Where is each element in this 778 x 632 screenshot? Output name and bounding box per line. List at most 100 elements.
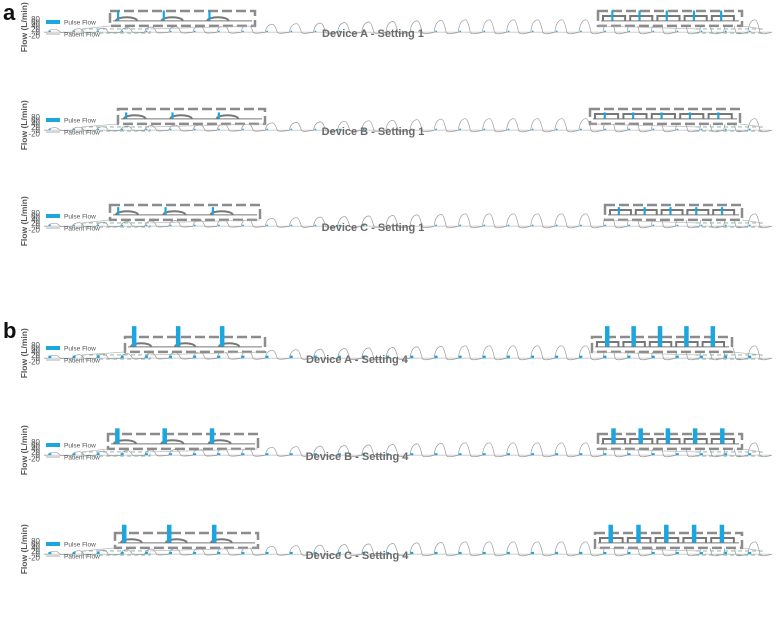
y-tick-label: 40 [31,544,40,553]
pulse-flow-mark [748,453,752,456]
zoom-inset-right [593,524,763,552]
pulse-flow-mark [531,453,534,456]
y-axis-label: Flow (L/min) [19,100,29,150]
pulse-flow-mark [218,128,220,131]
pulse-flow-mark [73,128,75,131]
pulse-flow-mark [169,355,172,359]
pulse-flow-mark [290,128,293,131]
pulse-flow-mark [434,551,438,555]
legend-label-patient: Patient Flow [64,130,100,137]
pulse-flow-mark [338,224,341,227]
pulse-flow-mark [507,128,510,131]
y-tick-label: 0 [36,354,41,363]
y-tick-label: 40 [31,120,40,129]
pulse-flow-mark [265,551,269,555]
pulse-flow-mark [434,355,438,359]
pulse-flow-mark [72,551,76,555]
pulse-flow-mark [217,453,221,456]
patient-flow-line [44,213,772,229]
pulse-flow-mark [459,128,461,131]
y-tick-label: 0 [36,28,41,37]
y-tick-label: 0 [36,451,41,460]
pulse-flow-mark [411,30,413,33]
zoom-inset-right [588,107,763,128]
pulse-flow-mark [169,453,172,456]
pulse-flow-mark [458,355,462,359]
pulse-flow-mark [242,30,244,33]
pulse-flow-mark [49,128,51,131]
legend-label-patient: Patient Flow [64,455,100,462]
legend-label-pulse: Pulse Flow [64,20,96,27]
legend-label-pulse: Pulse Flow [64,118,96,125]
pulse-flow-mark [724,30,727,33]
y-axis-label: Flow (L/min) [19,2,29,52]
pulse-flow-mark [676,30,679,33]
pulse-flow-mark [242,128,244,131]
pulse-flow-mark [555,30,558,33]
pulse-flow-mark [724,453,728,456]
zoom-region-left [81,28,151,34]
y-axis-label: Flow (L/min) [19,425,29,475]
pulse-flow-mark [314,30,317,33]
pulse-flow-mark [435,224,437,227]
pulse-flow-mark [96,551,100,555]
y-tick-label: -20 [28,32,40,41]
pulse-flow-mark [72,355,76,359]
pulse-flow-mark [628,224,630,227]
pulse-flow-mark [217,355,221,359]
pulse-flow-mark [145,128,148,131]
pulse-flow-mark [748,551,752,555]
pulse-flow-mark [458,551,462,555]
pulse-flow-mark [604,224,606,227]
pulse-flow-mark [265,355,269,359]
pulse-flow-mark [555,224,558,227]
pulse-flow-mark [145,453,148,456]
legend-label-pulse: Pulse Flow [64,346,96,353]
zoom-inset-right [590,326,763,356]
pulse-flow-mark [362,551,366,555]
pulse-flow-mark [314,224,317,227]
zoom-inset-left [81,428,260,453]
panel-label-a: a [3,0,16,25]
pulse-flow-mark [217,551,221,555]
pulse-flow-mark [338,355,341,359]
pulse-flow-mark [652,128,655,131]
pulse-flow-mark [555,453,559,456]
zoom-region-left [81,354,151,360]
pulse-flow-mark [362,224,365,227]
pulse-flow-mark [627,453,631,456]
pulse-flow-mark [362,128,365,131]
pulse-flow-mark [724,224,727,227]
pulse-flow-mark [651,551,655,555]
pulse-flow-mark [651,453,655,456]
pulse-flow-mark [749,128,751,131]
pulse-flow-mark [289,551,293,555]
pulse-flow-mark [531,224,534,227]
pulse-flow-mark [145,30,148,33]
pulse-flow-mark [555,355,559,359]
pulse-flow-mark [676,355,679,359]
pulse-flow-mark [169,30,172,33]
legend-swatch-pulse [46,20,60,24]
pulse-flow-mark [49,30,51,33]
pulse-flow-mark [411,224,413,227]
pulse-flow-mark [410,551,414,555]
pulse-flow-mark [48,355,52,359]
pulse-flow-mark [193,224,196,227]
y-tick-label: -20 [28,455,40,464]
y-tick-label: 80 [31,537,40,546]
patient-flow-line [44,442,772,458]
pulse-flow-mark [266,224,268,227]
chart-title: Device A - Setting 4 [306,354,409,366]
y-tick-label: 40 [31,348,40,357]
y-tick-label: 20 [31,547,40,556]
pulse-flow-mark [603,551,607,555]
patient-flow-line [44,541,772,557]
y-axis-label: Flow (L/min) [19,196,29,246]
pulse-flow-mark [314,453,317,456]
pulse-flow-mark [676,551,679,555]
pulse-flow-mark [580,224,582,227]
pulse-flow-mark [482,551,486,555]
pulse-flow-mark [676,453,679,456]
